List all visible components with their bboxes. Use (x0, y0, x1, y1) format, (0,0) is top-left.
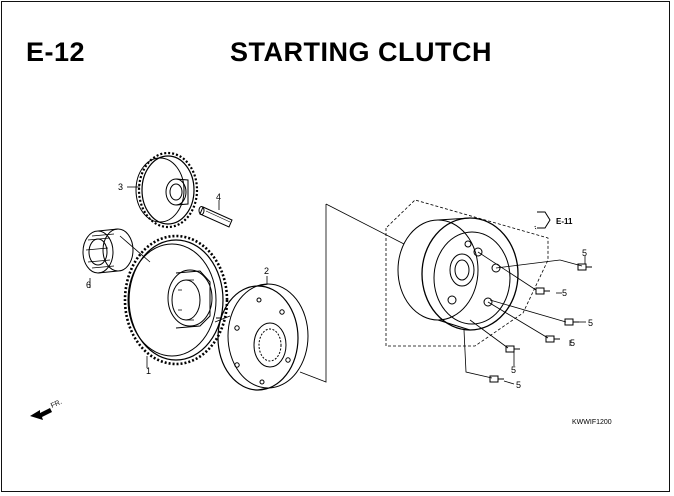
sheet-title: STARTING CLUTCH (230, 37, 492, 67)
part-2-label: 2 (264, 266, 269, 276)
part-3-gear (135, 151, 199, 229)
bolt-1 (577, 263, 592, 271)
part-2-one-way-clutch (216, 283, 309, 391)
bolt-label-3: 5 (588, 318, 593, 328)
reference-label: E-11 (556, 217, 573, 226)
bolt-4 (545, 335, 560, 343)
part-6-label: 6 (86, 280, 91, 290)
front-arrow-icon (30, 408, 52, 420)
part-3-label: 3 (118, 182, 123, 192)
bolt-5 (505, 345, 520, 353)
part-4-pin (198, 206, 233, 228)
part-6-needle-bearing (82, 228, 134, 274)
bolt-6 (489, 375, 504, 383)
part-1-driven-gear (123, 234, 229, 366)
bolt-label-5: 5 (511, 365, 516, 375)
reference-arrow-icon (534, 211, 551, 231)
part-1-label: 1 (146, 366, 151, 376)
leader-lines (89, 186, 586, 385)
bolt-label-2: 5 (562, 288, 567, 298)
bolt-2 (535, 287, 550, 295)
bolt-label-4: 5 (570, 338, 575, 348)
flywheel-rotor (385, 199, 549, 347)
front-label: FR. (50, 399, 63, 410)
bolt-group (489, 263, 592, 383)
bolt-3 (564, 318, 579, 326)
part-4-label: 4 (216, 192, 221, 202)
bolt-label-6: 5 (516, 380, 521, 390)
sheet-code: E-12 (26, 37, 86, 67)
drawing-code: KWWIF1200 (572, 419, 612, 426)
bolt-label-1: 5 (582, 248, 587, 258)
